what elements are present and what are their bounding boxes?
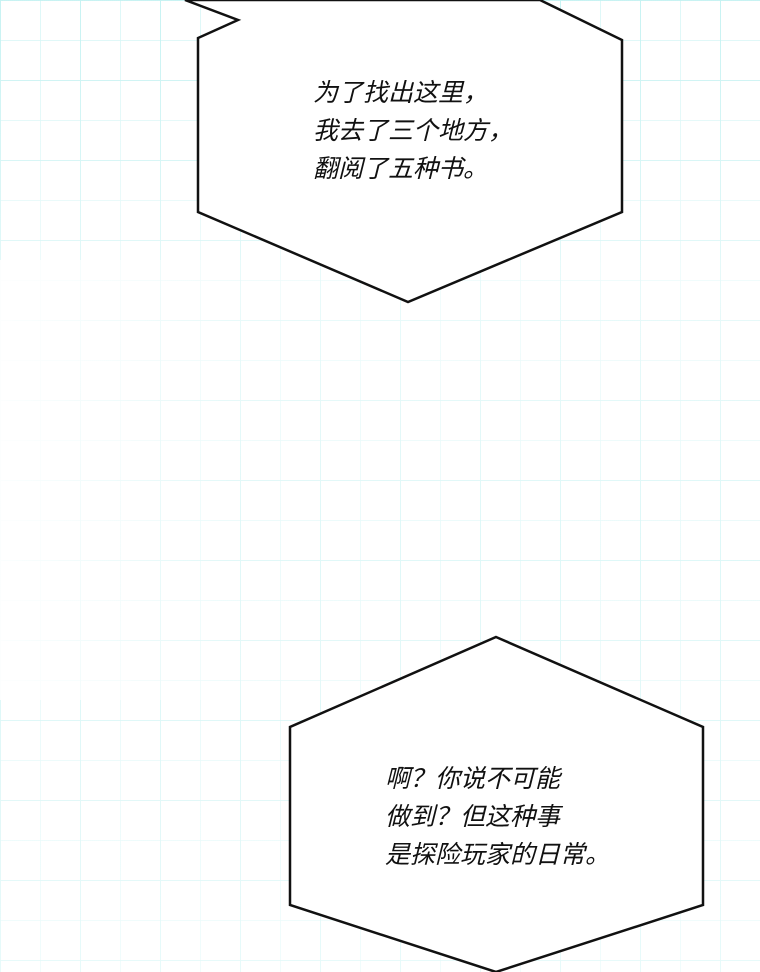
speech-bubble-top (184, 0, 624, 304)
speech-bubble-top-text: 为了找出这里， 我去了三个地方， 翻阅了五种书。 (313, 74, 513, 188)
bubble-line: 为了找出这里， (313, 78, 489, 107)
speech-bubble-bottom-text: 啊？你说不可能 做到？但这种事 是探险玩家的日常。 (385, 760, 610, 874)
bubble-line: 啊？你说不可能 (385, 764, 561, 793)
bubble-line: 翻阅了五种书。 (313, 154, 489, 183)
speech-bubble-bottom (288, 635, 705, 972)
bubble-line: 我去了三个地方， (313, 116, 514, 145)
bubble-line: 是探险玩家的日常。 (385, 840, 611, 869)
bubble-line: 做到？但这种事 (385, 802, 561, 831)
